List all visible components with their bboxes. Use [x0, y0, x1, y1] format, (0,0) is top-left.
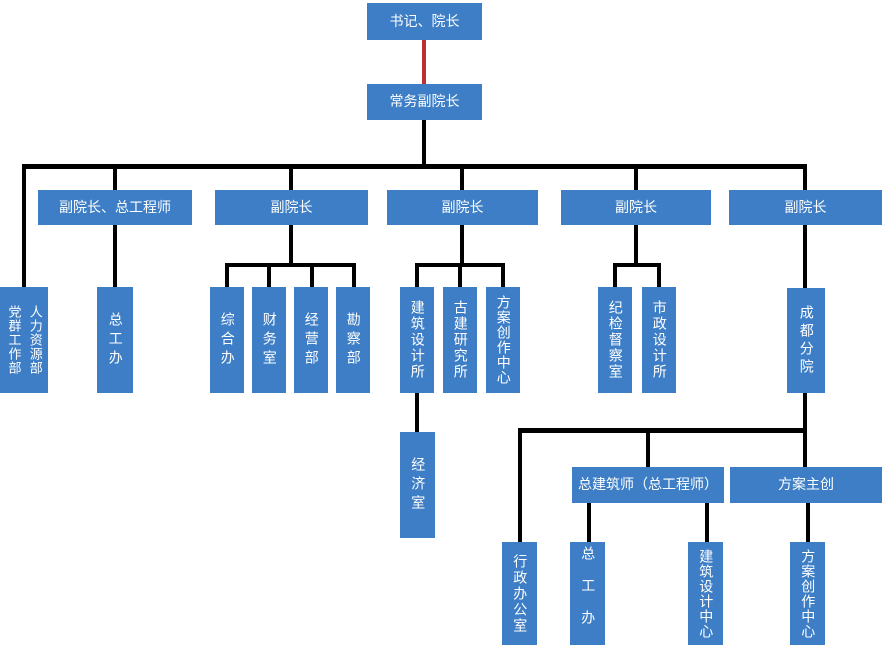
connector-branch3-horizontal [613, 263, 661, 267]
node-vice-dean-chief-engineer: 副院长、总工程师 [38, 190, 192, 225]
connector-to-branch-scheme-creation-center [806, 503, 810, 542]
connector-to-chief-engineer-office [113, 225, 117, 287]
node-administrative-office-label: 行政办公室 [512, 553, 529, 634]
node-general-office-label: 综合办 [219, 311, 236, 369]
node-ancient-building-research-institute: 古建研究所 [443, 287, 477, 393]
node-human-resources-dept-label: 人力资源部 [27, 305, 43, 375]
node-chief-engineer-office: 总工办 [97, 287, 133, 393]
connector-vice-dean-3-down [634, 225, 638, 265]
connector-drop-vice-dean-3 [634, 164, 638, 190]
node-chengdu-branch: 成都分院 [787, 288, 825, 393]
node-vice-dean-3-label: 副院长 [615, 198, 657, 215]
node-vice-dean-1-label: 副院长 [270, 198, 313, 215]
connector-to-ancient-building-research-institute [458, 263, 462, 287]
connector-drop-party-hr [22, 164, 26, 287]
node-general-office: 综合办 [210, 287, 244, 393]
connector-drop-vice-dean-2 [460, 164, 464, 190]
node-vice-dean-2: 副院长 [387, 190, 538, 225]
connector-branch4-horizontal [518, 428, 807, 433]
node-branch-chief-engineer-office-label: 总工办 [580, 545, 597, 642]
connector-vice-dean-1-down [289, 225, 293, 265]
node-architectural-design-institute-label: 建筑设计所 [409, 300, 426, 380]
node-executive-vice-dean: 常务副院长 [367, 84, 482, 120]
connector-to-chief-architect [646, 428, 650, 467]
node-economics-office: 经济室 [400, 432, 435, 538]
node-chief-architect: 总建筑师（总工程师） [572, 467, 724, 503]
node-survey-dept-label: 勘察部 [345, 311, 362, 369]
node-branch-chief-engineer-office: 总工办 [570, 542, 605, 645]
connector-to-discipline-inspection-office [613, 263, 617, 287]
node-vice-dean-4-label: 副院长 [784, 198, 827, 215]
connector-to-architectural-design-institute [415, 263, 419, 287]
node-architectural-design-center-label: 建筑设计中心 [698, 548, 715, 639]
node-chief-architect-label: 总建筑师（总工程师） [578, 476, 718, 493]
node-vice-dean-chief-engineer-label: 副院长、总工程师 [59, 198, 171, 215]
node-chengdu-branch-label: 成都分院 [798, 304, 815, 377]
connector-exec-down [422, 120, 426, 166]
node-branch-scheme-creation-center-label: 方案创作中心 [800, 548, 817, 639]
node-executive-vice-dean-label: 常务副院长 [389, 93, 460, 110]
node-party-mass-work-dept-label: 党群工作部 [6, 305, 22, 375]
node-municipal-design-institute-label: 市政设计所 [651, 300, 668, 380]
node-scheme-creation-center: 方案创作中心 [486, 287, 520, 393]
node-chief-engineer-office-label: 总工办 [107, 311, 124, 369]
connector-to-chengdu-branch [803, 225, 807, 288]
node-survey-dept: 勘察部 [336, 287, 370, 393]
node-economics-office-label: 经济室 [410, 456, 427, 514]
connector-to-survey-dept [352, 263, 356, 287]
connector-to-finance-office [267, 263, 271, 287]
connector-drop-vice-dean-4 [803, 164, 807, 190]
connector-to-scheme-creation-center [501, 263, 505, 287]
node-scheme-creation-center-label: 方案创作中心 [495, 295, 512, 385]
node-finance-office: 财务室 [252, 287, 286, 393]
node-administrative-office: 行政办公室 [502, 542, 537, 645]
node-secretary-dean: 书记、院长 [367, 3, 482, 40]
node-vice-dean-1: 副院长 [215, 190, 368, 225]
node-ancient-building-research-institute-label: 古建研究所 [452, 300, 469, 380]
node-discipline-inspection-office: 纪检督察室 [598, 287, 632, 393]
connector-secretary-to-exec-red [422, 40, 426, 84]
node-branch-scheme-creation-center: 方案创作中心 [790, 542, 825, 645]
node-vice-dean-4: 副院长 [729, 190, 882, 225]
connector-to-economics-office [415, 393, 419, 432]
node-vice-dean-2-label: 副院长 [441, 198, 484, 215]
node-finance-office-label: 财务室 [261, 311, 278, 369]
node-business-dept-label: 经营部 [303, 311, 320, 369]
node-business-dept: 经营部 [294, 287, 328, 393]
node-architectural-design-institute: 建筑设计所 [400, 287, 434, 393]
node-discipline-inspection-office-label: 纪检督察室 [607, 300, 624, 380]
connector-drop-vice-dean-1 [289, 164, 293, 190]
node-secretary-dean-label: 书记、院长 [389, 12, 460, 29]
connector-vice-dean-2-down [460, 225, 464, 265]
node-scheme-lead: 方案主创 [730, 467, 882, 503]
connector-main-horizontal [22, 164, 807, 169]
connector-branch1-horizontal [225, 263, 356, 267]
connector-to-architectural-design-center [705, 503, 709, 542]
node-vice-dean-3: 副院长 [561, 190, 711, 225]
connector-to-branch-chief-engineer-office [587, 503, 591, 542]
node-architectural-design-center: 建筑设计中心 [688, 542, 723, 645]
connector-to-general-office [225, 263, 229, 287]
connector-to-municipal-design-institute [657, 263, 661, 287]
connector-to-administrative-office [518, 428, 522, 542]
node-scheme-lead-label: 方案主创 [778, 476, 834, 493]
node-party-mass-and-hr: 党群工作部 人力资源部 [0, 287, 48, 393]
node-municipal-design-institute: 市政设计所 [642, 287, 676, 393]
connector-to-business-dept [310, 263, 314, 287]
connector-drop-vice-dean-chief-engineer [113, 164, 117, 190]
